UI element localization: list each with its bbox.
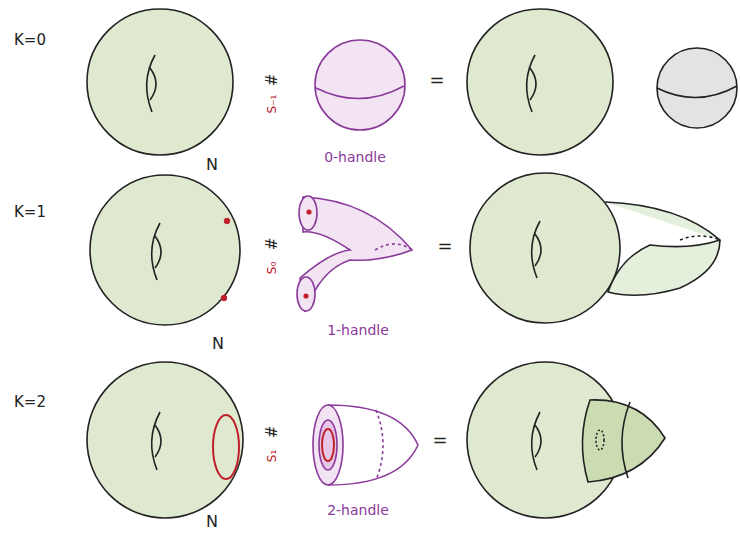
- equals-sign: =: [429, 71, 444, 89]
- connected-sum: #: [265, 238, 280, 251]
- manifold-label: N: [212, 336, 224, 352]
- sphere-label: S₀: [266, 262, 278, 274]
- equals-sign: =: [432, 431, 447, 449]
- sphere-label: S₋₁: [266, 95, 278, 114]
- handle-label: 2-handle: [327, 503, 389, 517]
- row-label: K=2: [14, 395, 46, 410]
- row-label: K=0: [14, 33, 46, 48]
- row-label: K=1: [14, 205, 46, 220]
- manifold-label: N: [206, 157, 218, 173]
- connected-sum: #: [265, 74, 280, 87]
- handle-label: 1-handle: [327, 323, 389, 337]
- connected-sum: #: [265, 426, 280, 439]
- sphere-label: S₁: [266, 450, 278, 462]
- manifold-label: N: [206, 514, 218, 530]
- handle-label: 0-handle: [324, 150, 386, 164]
- equals-sign: =: [437, 237, 452, 255]
